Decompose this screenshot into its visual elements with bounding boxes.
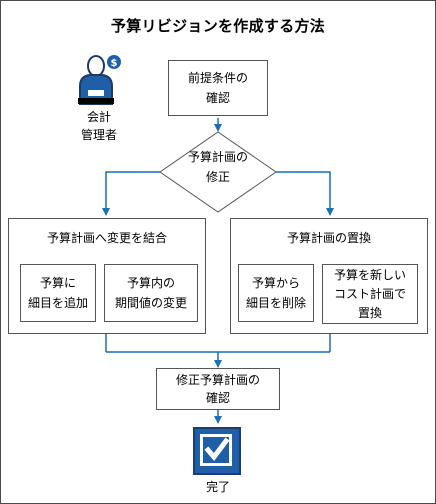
done-label: 完了 — [205, 480, 230, 494]
group-merge-title: 予算計画へ変更を結合 — [46, 231, 167, 245]
actor-label: 会計 管理者 — [80, 110, 117, 142]
step-add-details-to-budget: 予算に 細目を追加 — [20, 264, 96, 322]
group-replace-title: 予算計画の置換 — [286, 231, 371, 245]
checkbox-complete-icon — [193, 427, 241, 475]
step-replace-with-new-cost-plan: 予算を新しい コスト計画で 置換 — [322, 264, 418, 324]
diagram-title: 予算リビジョンを作成する方法 — [110, 17, 326, 35]
step-delete-details-from-budget: 予算から 細目を削除 — [238, 264, 314, 322]
svg-text:$: $ — [111, 58, 118, 69]
decision-modify-budget-plan: 予算計画の 修正 — [187, 150, 248, 184]
accountant-person-icon: $ — [78, 55, 121, 105]
step-review-prerequisites: 前提条件の 確認 — [168, 60, 268, 116]
step-change-period-values: 予算内の 期間値の変更 — [104, 264, 198, 322]
step-review-modified-budget-plan: 修正予算計画の 確認 — [156, 368, 280, 410]
decision-diamond — [159, 131, 277, 213]
